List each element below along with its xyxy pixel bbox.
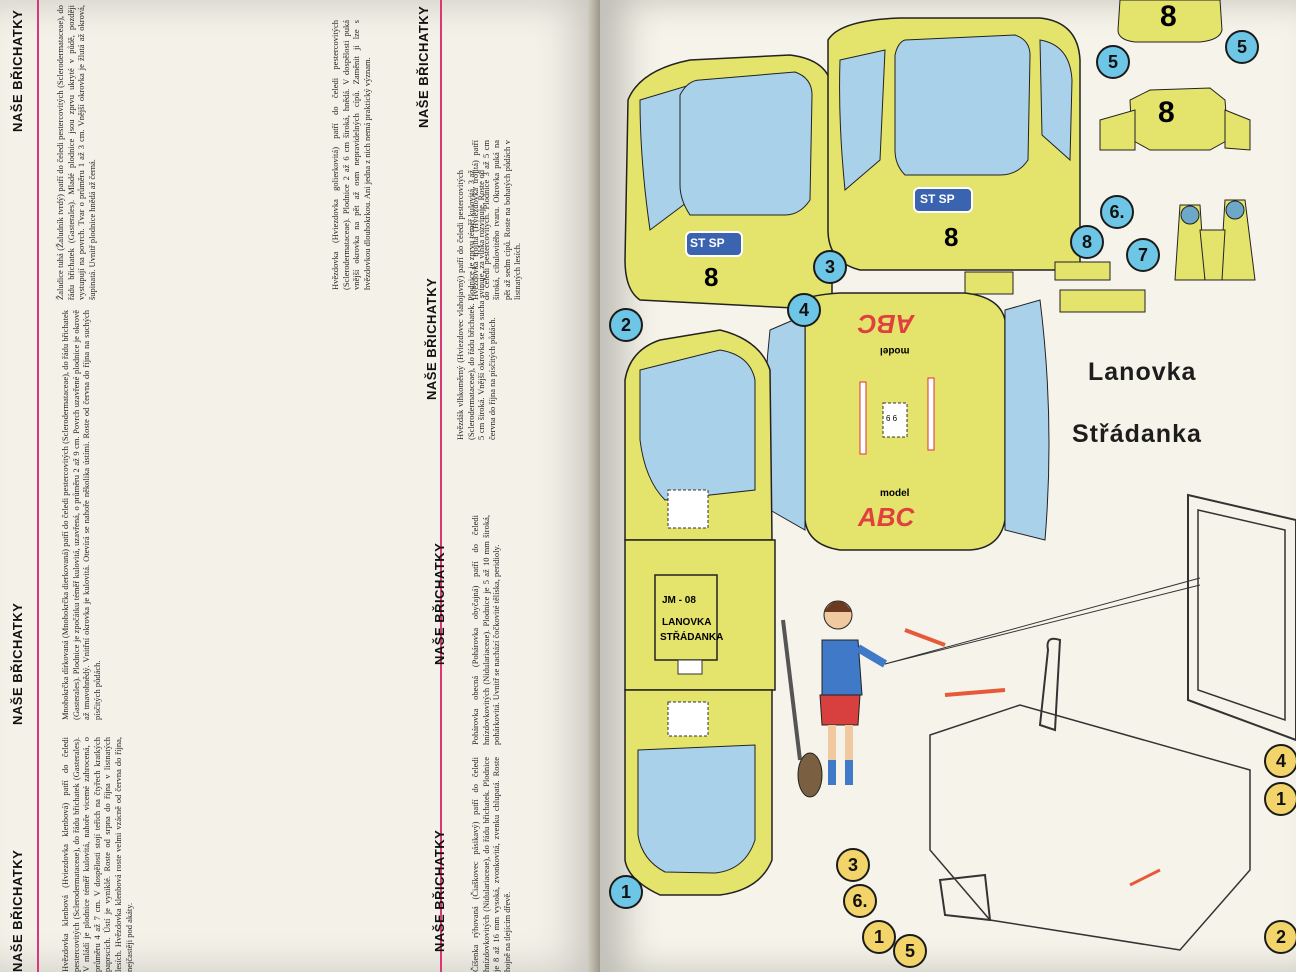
- hanger-piece: [1174, 199, 1256, 281]
- cabin-back-piece: [827, 17, 1081, 271]
- left-page: NAŠE BŘICHATKY NAŠE BŘICHATKY NAŠE BŘICH…: [0, 0, 605, 972]
- part-number-badge: 4: [787, 293, 821, 327]
- model-title-line1: Lanovka: [1088, 358, 1197, 386]
- yellow-number-badge: 1: [862, 920, 896, 954]
- part-number-badge: 7: [1126, 238, 1160, 272]
- part-number-badge: 5: [1096, 45, 1130, 79]
- cabin-number: 8: [1158, 96, 1175, 129]
- panel-code: JM - 08: [662, 595, 696, 606]
- part-number-badge: 6.: [1100, 195, 1134, 229]
- abc-brand: ABC: [858, 309, 915, 339]
- yellow-number-badge: 5: [893, 934, 927, 968]
- model-label: model: [880, 488, 910, 499]
- yellow-number-badge: 3: [836, 848, 870, 882]
- part-number-badge: 2: [609, 308, 643, 342]
- cabin-number: 8: [1160, 0, 1177, 33]
- bar-pieces: [964, 261, 1146, 313]
- part-number-badge: 5: [1225, 30, 1259, 64]
- panel-name: LANOVKA: [662, 617, 712, 628]
- abc-brand: ABC: [858, 502, 915, 532]
- stsp-logo: ST SP: [920, 192, 955, 206]
- cabin-number: 8: [704, 262, 719, 292]
- floor-piece: [764, 292, 1050, 551]
- cabin-front-piece: [624, 54, 833, 311]
- window-and-cable: [884, 493, 1296, 951]
- panel-name: STŘÁDANKA: [660, 632, 724, 643]
- side-piece: [624, 329, 776, 896]
- yellow-number-badge: 1: [1264, 782, 1296, 816]
- model-label: model: [880, 345, 910, 356]
- boy-illustration: [781, 600, 888, 798]
- part-number-badge: 1: [609, 875, 643, 909]
- roof-piece-top: [1099, 0, 1251, 151]
- part-number-badge: 8: [1070, 225, 1104, 259]
- yellow-number-badge: 6.: [843, 884, 877, 918]
- yellow-number-badge: 2: [1264, 920, 1296, 954]
- margin-rule-left: [37, 0, 39, 972]
- mini-label: 6 6: [886, 414, 898, 423]
- yellow-number-badge: 4: [1264, 744, 1296, 778]
- cabin-number: 8: [944, 222, 959, 252]
- margin-rule-middle: [440, 0, 442, 972]
- part-number-badge: 3: [813, 250, 847, 284]
- model-title-line2: Střádanka: [1072, 420, 1202, 448]
- stsp-logo: ST SP: [690, 236, 725, 250]
